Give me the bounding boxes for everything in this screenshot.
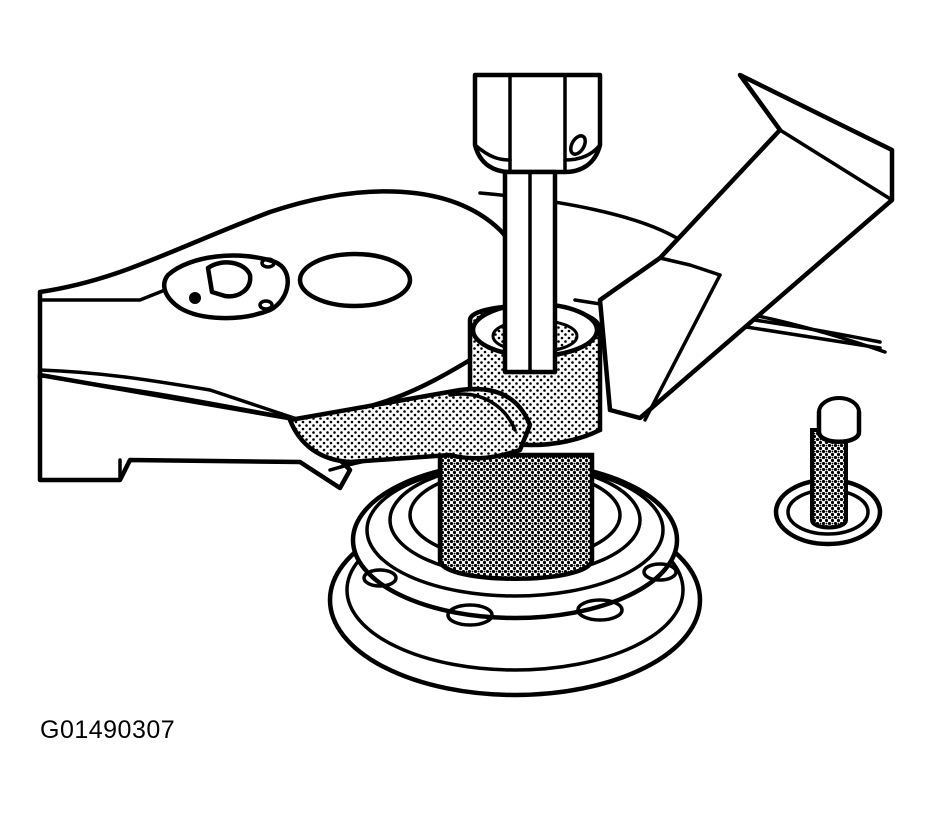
- figure-id-label: G01490307: [40, 716, 176, 744]
- ratchet-head-opening: [297, 251, 413, 309]
- pry-bar: [597, 72, 895, 422]
- mounting-bolt: [773, 396, 883, 547]
- ratchet-drive-tang: [287, 386, 533, 465]
- hex-driver: [472, 72, 603, 375]
- bearing-assembly: [327, 459, 703, 698]
- ratchet-wrench: [37, 189, 518, 491]
